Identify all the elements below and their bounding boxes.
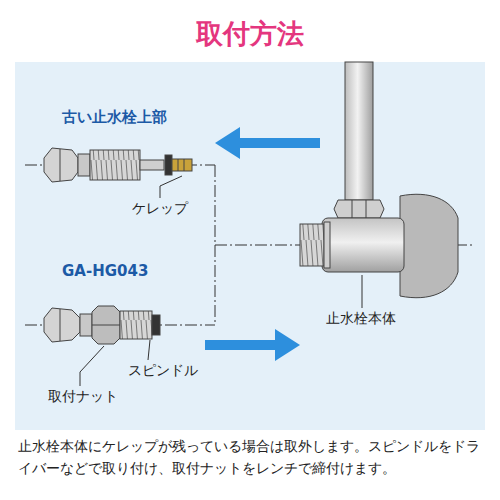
leader-lines [80,176,362,386]
valve-body [300,62,458,298]
part-label: 取付ナット [48,388,118,405]
page-title: 取付方法 [0,18,500,50]
panel-ground [15,62,485,430]
center-lines [25,165,472,325]
new-spindle-part [44,306,160,344]
part-heading: GA-HG043 [62,262,148,280]
part-heading: 古い止水栓上部 [62,108,167,126]
old-valve-top [44,148,192,182]
direction-arrows [205,127,320,361]
part-label: 止水栓本体 [326,310,396,327]
caption-text: 止水栓本体にケレップが残っている場合は取外します。スピンドルをドライバーなどで取… [18,436,484,479]
part-label: スピンドル [128,362,198,379]
part-label: ケレップ [132,200,188,217]
